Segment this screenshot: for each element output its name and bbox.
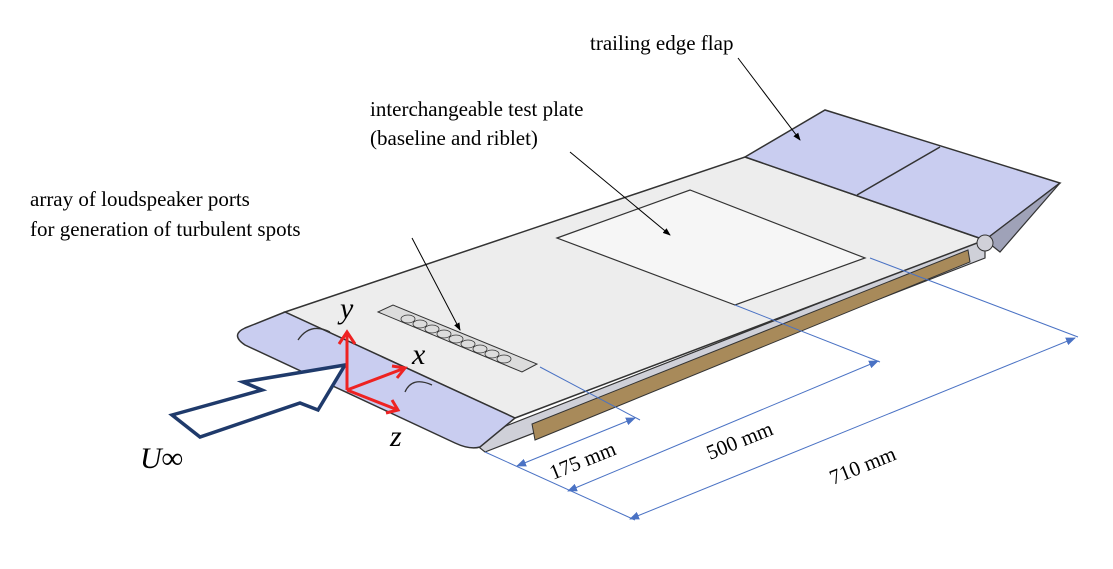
loudspeaker-ports [400,314,512,364]
flap-divider [856,146,941,196]
axis-z-label: z [389,420,402,453]
axis-y-label: y [337,292,354,325]
leader-test-plate [569,151,671,236]
label-ports-2: for generation of turbulent spots [30,217,301,241]
dimension-175: 175 mm [546,436,619,484]
loudspeaker-port-array [376,304,539,373]
leader-flap [737,57,801,141]
dimension-lines [484,257,1079,521]
label-test-plate-2: (baseline and riblet) [370,126,538,150]
freestream-label: U∞ [140,442,183,475]
label-ports-1: array of loudspeaker ports [30,187,250,211]
test-plate [555,189,867,306]
dimension-710: 710 mm [826,441,899,489]
axis-x-label: x [411,338,426,371]
label-test-plate-1: interchangeable test plate [370,97,583,121]
label-trailing-edge-flap: trailing edge flap [590,31,733,55]
coordinate-axes [337,329,408,415]
freestream-arrow [168,362,349,439]
dimension-500: 500 mm [703,416,776,464]
leader-ports [411,237,461,331]
hinge [976,234,994,252]
